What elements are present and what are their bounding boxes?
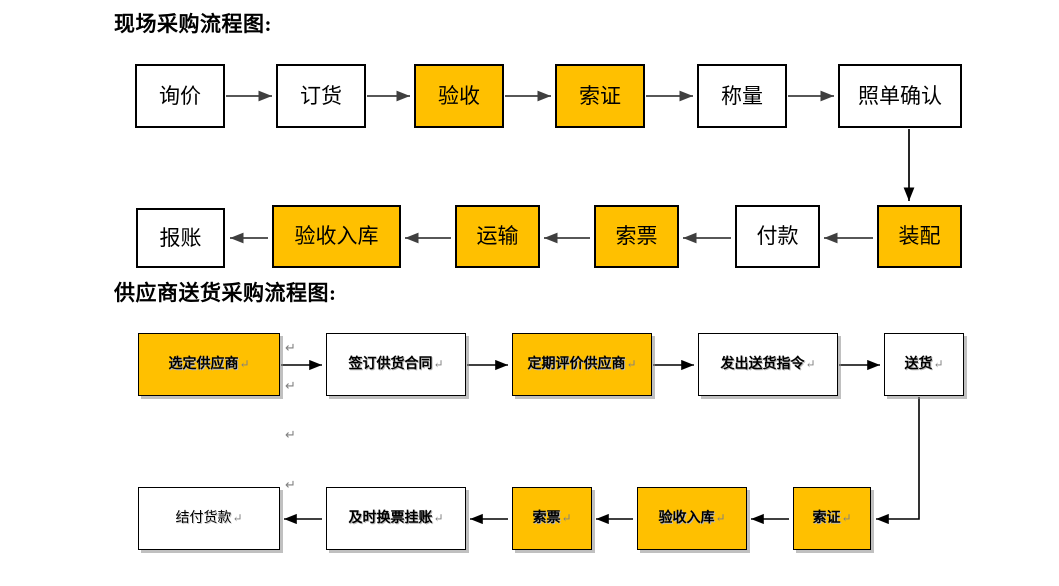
stray-paragraph-mark-icon: ↵ — [285, 340, 296, 355]
paragraph-mark-icon: ↵ — [433, 357, 444, 371]
node-送货[interactable]: 送货↵ — [884, 333, 964, 396]
stray-paragraph-mark-icon: ↵ — [285, 378, 296, 393]
node-label: 索票 — [615, 224, 658, 249]
paragraph-mark-icon: ↵ — [561, 511, 572, 525]
node-验收入库[interactable]: 验收入库↵ — [637, 487, 747, 550]
node-验收入库[interactable]: 验收入库 — [272, 205, 401, 268]
paragraph-mark-icon: ↵ — [805, 357, 816, 371]
chart2-送货-to-索证-connector — [876, 397, 920, 525]
paragraph-mark-icon: ↵ — [433, 511, 444, 525]
node-结付货款[interactable]: 结付货款↵ — [138, 487, 280, 550]
node-label: 装配 — [898, 224, 941, 249]
paragraph-mark-icon: ↵ — [715, 511, 726, 525]
chart2-title: 供应商送货采购流程图: — [114, 281, 337, 305]
node-及时换票挂账[interactable]: 及时换票挂账↵ — [326, 487, 466, 550]
node-label: 询价 — [159, 83, 201, 108]
node-label: 验收入库 — [294, 224, 379, 249]
paragraph-mark-icon: ↵ — [933, 357, 944, 371]
node-label: 索证 — [579, 83, 621, 108]
paragraph-mark-icon: ↵ — [239, 357, 250, 371]
node-label: 发出送货指令 — [720, 356, 805, 372]
node-label: 照单确认 — [858, 83, 942, 108]
node-发出送货指令[interactable]: 发出送货指令↵ — [698, 333, 838, 396]
node-索证[interactable]: 索证 — [555, 64, 645, 128]
node-定期评价供应商[interactable]: 定期评价供应商↵ — [512, 333, 652, 396]
node-照单确认[interactable]: 照单确认 — [838, 64, 962, 128]
stray-paragraph-mark-icon: ↵ — [285, 477, 296, 492]
node-索票[interactable]: 索票 — [594, 205, 679, 268]
chart1-title: 现场采购流程图: — [114, 12, 272, 36]
node-label: 索证 — [812, 510, 841, 526]
node-label: 付款 — [756, 224, 799, 249]
node-label: 运输 — [476, 224, 519, 249]
node-label: 订货 — [300, 83, 342, 108]
stray-paragraph-mark-icon: ↵ — [285, 427, 296, 442]
node-label: 索票 — [532, 510, 561, 526]
paragraph-mark-icon: ↵ — [626, 357, 637, 371]
node-装配[interactable]: 装配 — [877, 205, 962, 268]
paragraph-mark-icon: ↵ — [841, 511, 852, 525]
node-运输[interactable]: 运输 — [455, 205, 540, 268]
node-label: 及时换票挂账 — [348, 510, 433, 526]
node-付款[interactable]: 付款 — [735, 205, 820, 268]
node-询价[interactable]: 询价 — [135, 64, 225, 128]
node-label: 验收 — [438, 83, 480, 108]
node-label: 送货 — [904, 356, 933, 372]
node-label: 选定供应商 — [168, 356, 239, 372]
node-label: 报账 — [159, 225, 202, 250]
node-选定供应商[interactable]: 选定供应商↵ — [138, 333, 280, 396]
node-索证[interactable]: 索证↵ — [793, 487, 871, 550]
node-label: 称量 — [721, 83, 763, 108]
paragraph-mark-icon: ↵ — [232, 511, 243, 525]
node-索票[interactable]: 索票↵ — [512, 487, 592, 550]
node-label: 验收入库 — [658, 510, 715, 526]
node-称量[interactable]: 称量 — [697, 64, 787, 128]
node-label: 定期评价供应商 — [527, 356, 626, 372]
node-验收[interactable]: 验收 — [414, 64, 504, 128]
node-报账[interactable]: 报账 — [136, 208, 225, 268]
node-label: 结付货款 — [175, 510, 232, 526]
node-签订供货合同[interactable]: 签订供货合同↵ — [326, 333, 466, 396]
node-订货[interactable]: 订货 — [276, 64, 366, 128]
node-label: 签订供货合同 — [348, 356, 433, 372]
